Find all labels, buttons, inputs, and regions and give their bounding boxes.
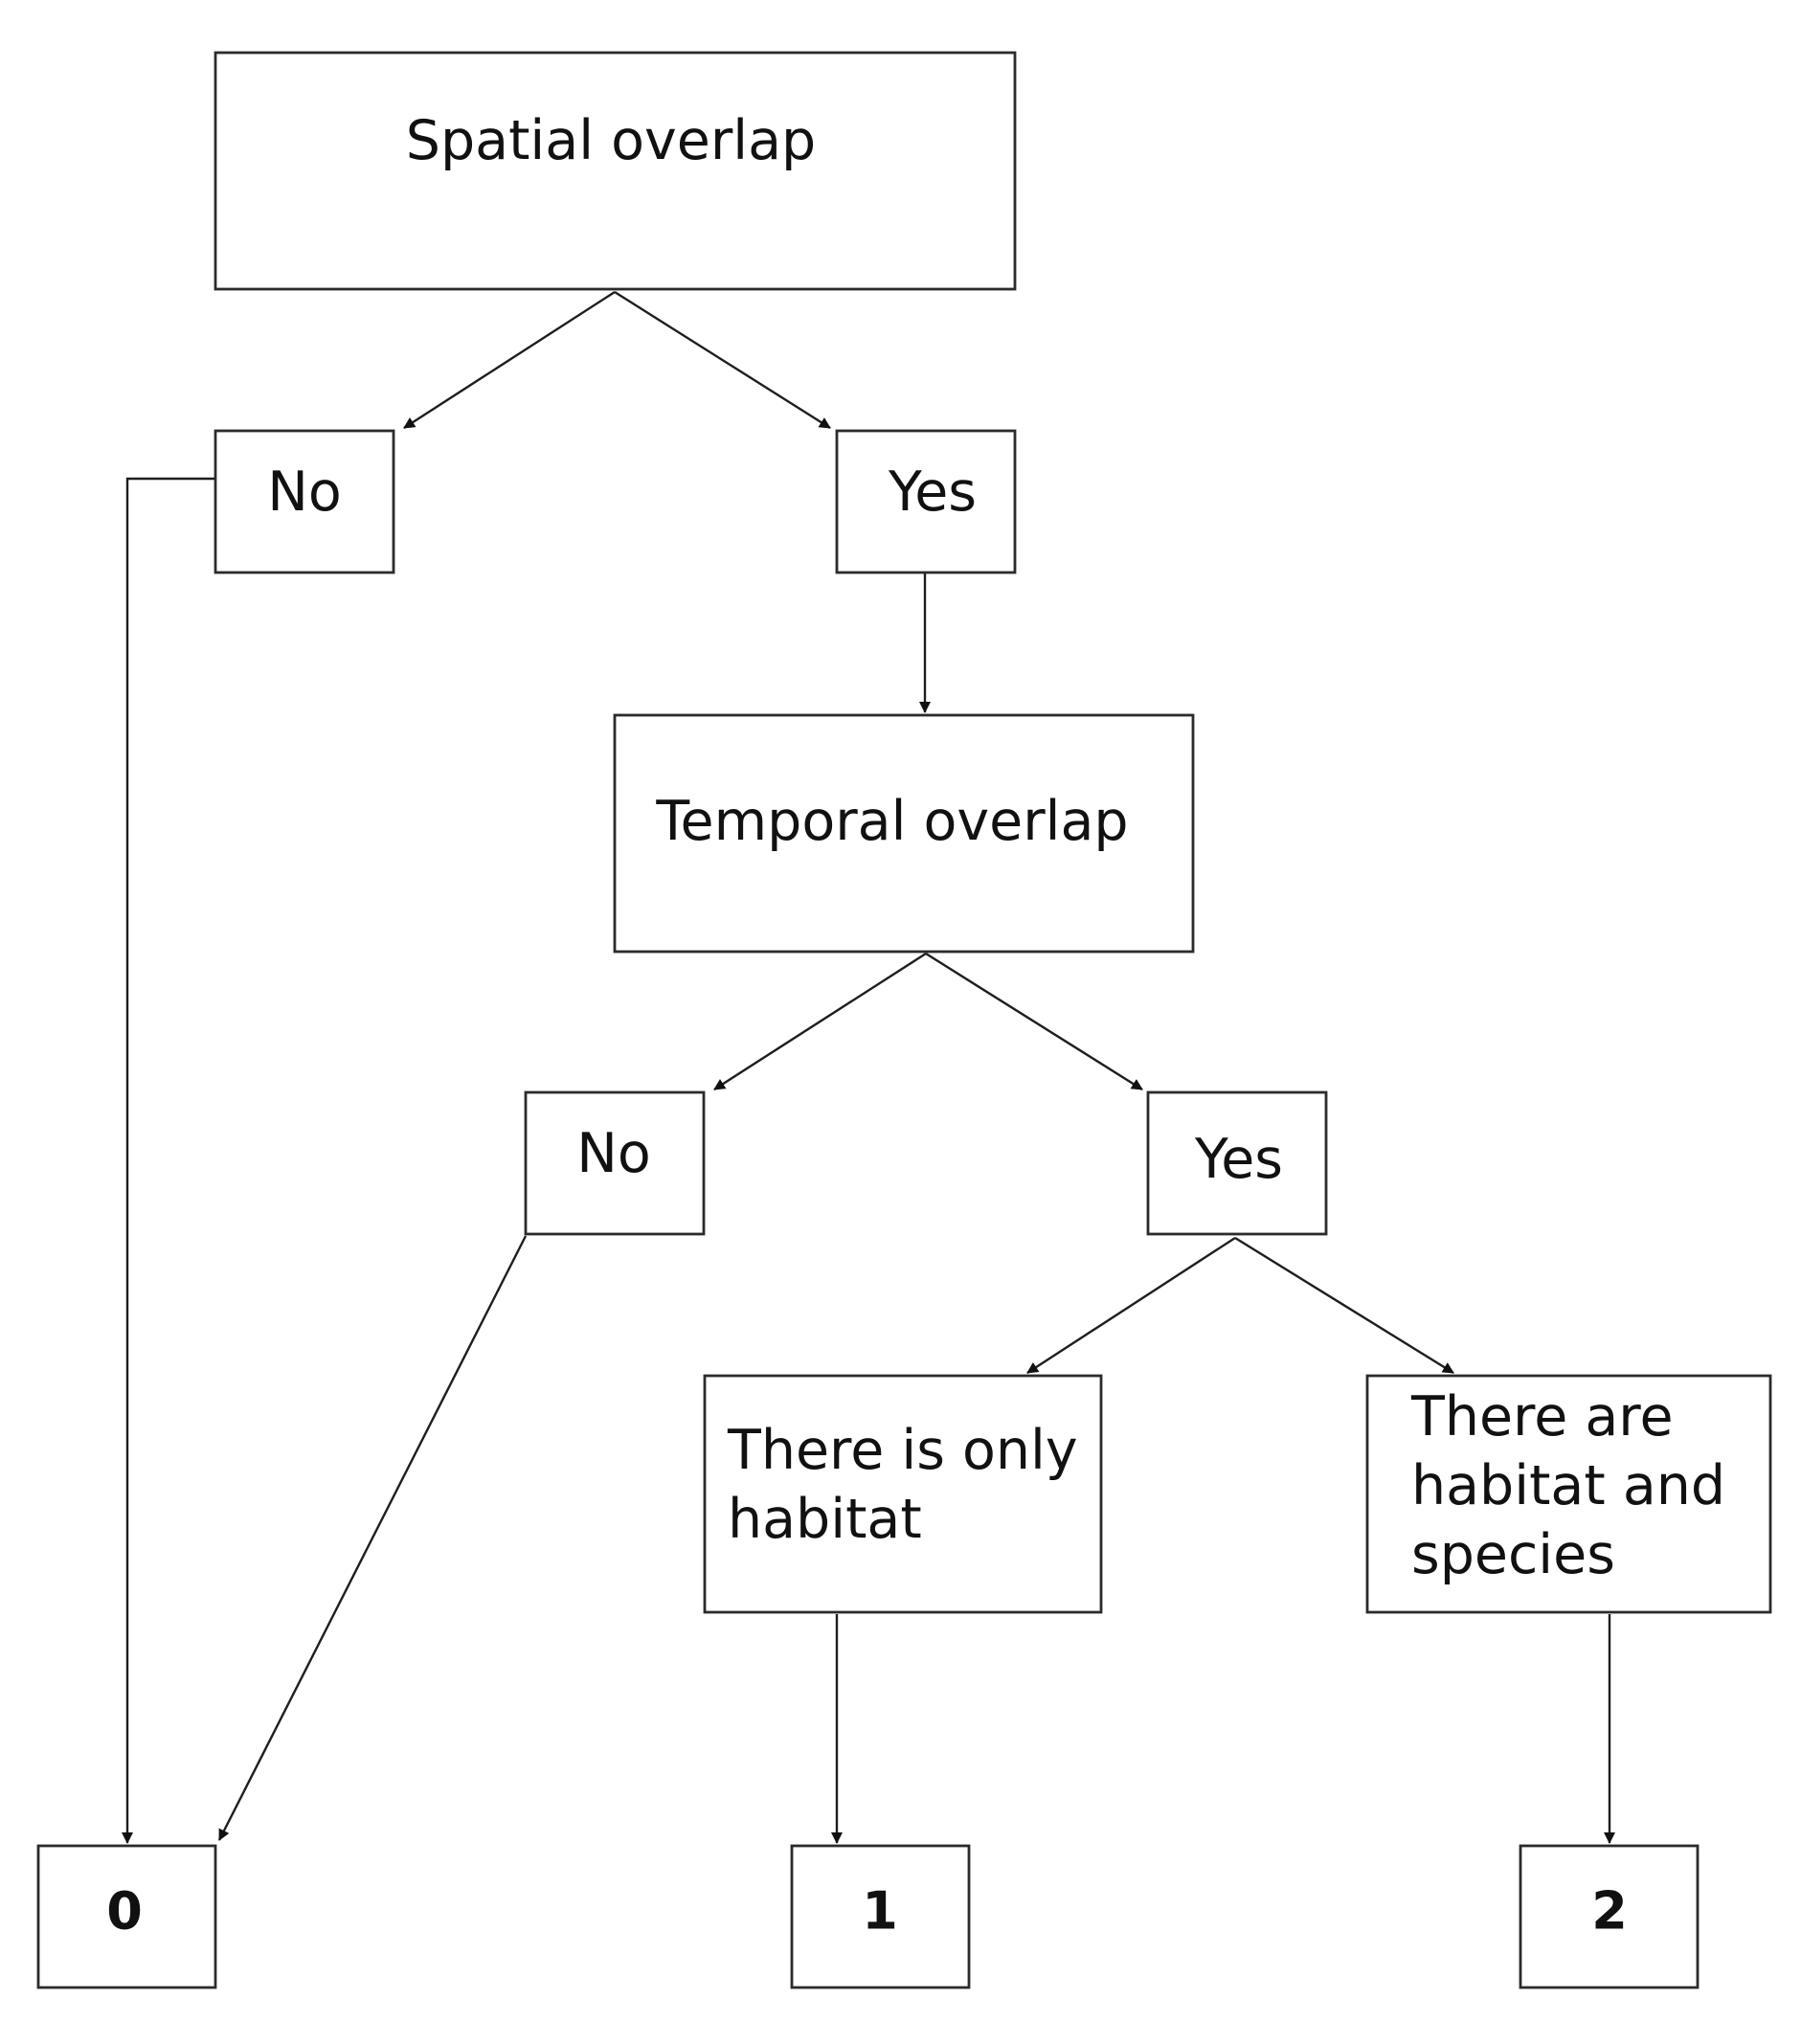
node-outcome-0-label: 0 <box>106 1881 143 1942</box>
node-outcome-2-label: 2 <box>1591 1881 1628 1942</box>
node-temporal-overlap-label: Temporal overlap <box>655 790 1128 853</box>
node-temporal-no-label: No <box>576 1122 651 1185</box>
node-spatial-no: No <box>214 429 395 574</box>
only-habitat-line-2: habitat <box>728 1488 922 1551</box>
edge-temporal-yes-to-habitat-species <box>1234 1236 1454 1375</box>
node-spatial-no-label: No <box>267 460 342 524</box>
node-outcome-1: 1 <box>790 1844 971 1989</box>
node-spatial-overlap: Spatial overlap <box>214 51 1017 291</box>
edge-temporal-yes-to-only-habitat <box>1026 1236 1236 1375</box>
node-only-habitat: There is only habitat <box>703 1374 1103 1614</box>
node-temporal-yes-label: Yes <box>1194 1128 1283 1191</box>
only-habitat-line-1: There is only <box>727 1419 1078 1482</box>
node-only-habitat-label: There is only habitat <box>727 1419 1095 1551</box>
node-habitat-and-species-label: There are habitat and species <box>1410 1385 1743 1586</box>
node-spatial-yes: Yes <box>835 429 1017 574</box>
edge-temporal-no-to-outcome-0 <box>217 1235 528 1841</box>
node-outcome-1-label: 1 <box>862 1881 898 1942</box>
edge-spatial-to-yes <box>614 290 831 430</box>
node-outcome-0: 0 <box>36 1844 217 1989</box>
node-temporal-yes: Yes <box>1146 1090 1328 1236</box>
edge-temporal-to-no <box>713 952 927 1091</box>
habitat-species-line-3: species <box>1411 1523 1615 1586</box>
node-temporal-overlap: Temporal overlap <box>613 713 1195 954</box>
edges <box>122 290 1615 1844</box>
node-habitat-and-species: There are habitat and species <box>1365 1374 1772 1614</box>
node-spatial-overlap-label: Spatial overlap <box>406 109 816 172</box>
habitat-species-line-1: There are <box>1410 1385 1674 1449</box>
habitat-species-line-2: habitat and <box>1411 1454 1725 1517</box>
node-temporal-no: No <box>524 1090 706 1236</box>
node-outcome-2: 2 <box>1519 1844 1700 1989</box>
edge-no-to-outcome-0 <box>122 477 215 1844</box>
edge-temporal-to-yes <box>925 952 1143 1091</box>
node-spatial-yes-label: Yes <box>888 460 977 524</box>
edge-spatial-to-no <box>403 290 616 430</box>
